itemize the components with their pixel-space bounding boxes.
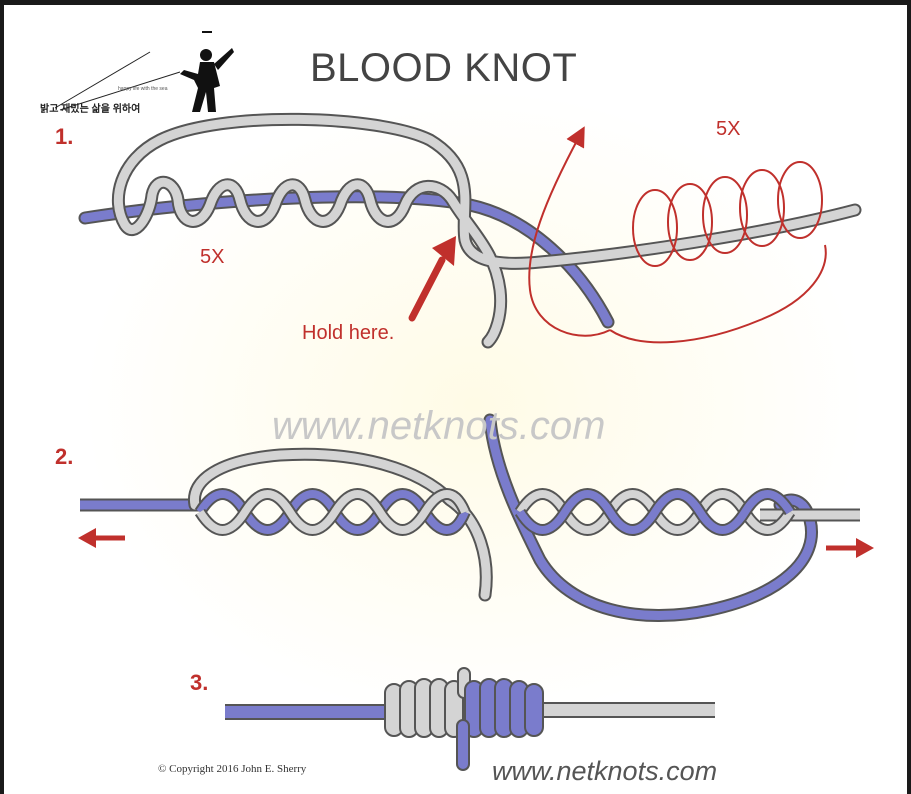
step2-twist-right — [514, 488, 796, 536]
hold-here-arrow-icon — [408, 236, 456, 322]
step-2-number: 2. — [55, 444, 74, 469]
wraps-count-left: 5X — [200, 246, 225, 268]
step3-grey-wraps — [384, 678, 464, 738]
wraps-count-right: 5X — [716, 118, 741, 140]
step2-twist-left — [194, 488, 471, 536]
step2-grey-line — [187, 447, 860, 602]
hold-here-label: Hold here. — [302, 322, 395, 344]
step1-red-wrap-path — [528, 126, 827, 344]
logo-tagline: happy life with the sea — [118, 86, 168, 92]
angler-logo-icon — [54, 31, 234, 112]
pull-right-arrow-icon — [826, 538, 874, 558]
logo-caption: 밝고 재밌는 삶을 위하여 — [40, 104, 141, 115]
copyright-notice: © Copyright 2016 John E. Sherry — [158, 763, 307, 775]
pull-left-arrow-icon — [78, 528, 125, 548]
step3-blue-wraps — [464, 678, 544, 738]
step-3-number: 3. — [190, 670, 209, 695]
watermark-url: www.netknots.com — [272, 404, 606, 448]
page-title: BLOOD KNOT — [310, 46, 578, 90]
step3-finished-knot — [225, 667, 715, 771]
step1-grey-line — [111, 112, 862, 349]
footer-url: www.netknots.com — [492, 756, 718, 786]
step-1-number: 1. — [55, 124, 74, 149]
